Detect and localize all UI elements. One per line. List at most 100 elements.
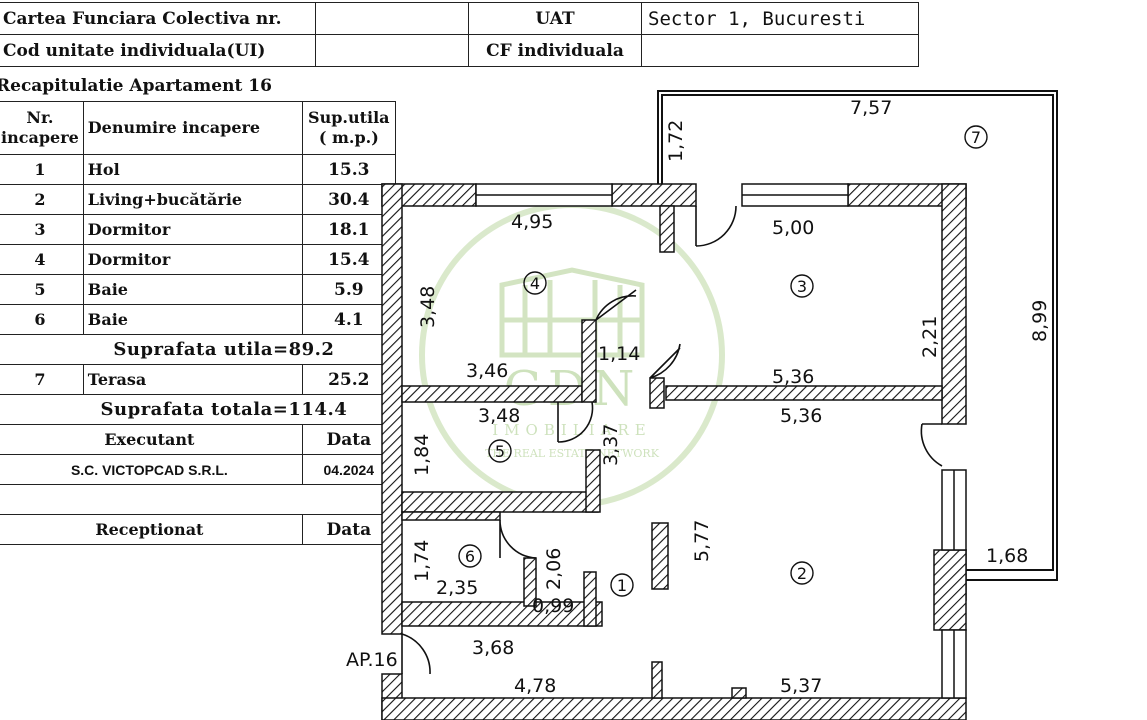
col-header-area: Sup.utila ( m.p.) [301, 101, 396, 155]
wall-hall-vert [649, 377, 665, 409]
dim-r4-height: 3,48 [417, 286, 439, 328]
room-nr: 4 [0, 244, 84, 275]
dim-r2-bottom: 5,37 [780, 675, 822, 697]
cf-colectiva-label: Cartea Funciara Colectiva nr. [0, 2, 316, 35]
room-marker-1: 1 [610, 573, 634, 597]
table-row: 3 Dormitor 18.1 [0, 214, 396, 245]
wall-r6-bottom [401, 601, 603, 627]
room-marker-3: 3 [790, 274, 814, 298]
floor-plan: GDN IMOBILIARE THE REAL ESTATE NETWORK [346, 90, 1058, 720]
windows [475, 183, 967, 699]
room-name: Baie [82, 304, 303, 335]
terrace-nr: 7 [0, 364, 84, 395]
table-row: 4 Dormitor 15.4 [0, 244, 396, 275]
column [651, 522, 669, 590]
door-entrance [401, 633, 431, 675]
wall-r4-r3-upper [659, 205, 675, 253]
dim-hall-a: 2,06 [543, 548, 565, 590]
room-marker-5: 5 [488, 439, 512, 463]
receptionat-row: Receptionat Data [0, 514, 396, 545]
executant-label: Executant [0, 424, 303, 455]
executant-header-row: Executant Data [0, 424, 396, 455]
wall-top-mid [611, 183, 697, 207]
dim-r2-top: 5,36 [780, 405, 822, 427]
room-number: 5 [495, 442, 505, 461]
door-r3 [649, 343, 681, 379]
room-name: Hol [82, 154, 303, 185]
room-area: 30.4 [301, 184, 396, 215]
room-area: 15.4 [301, 244, 396, 275]
dim-terrace-right: 8,99 [1029, 300, 1051, 342]
table-row: 2 Living+bucătărie 30.4 [0, 184, 396, 215]
wall-right-pier [933, 549, 967, 631]
room-marker-7: 7 [964, 125, 988, 149]
wall-r4-bottom [401, 385, 583, 403]
dim-r6-width: 2,35 [436, 577, 478, 599]
room-nr: 3 [0, 214, 84, 245]
room-number: 7 [971, 128, 981, 147]
room-marker-6: 6 [458, 544, 482, 568]
table-row: 6 Baie 4.1 [0, 304, 396, 335]
door-r4 [595, 289, 637, 321]
wall-bottom-nub [731, 687, 747, 699]
dim-hall-d: 3,68 [472, 637, 514, 659]
room-number: 2 [797, 564, 807, 583]
door-r6 [499, 519, 537, 559]
terrace-name: Terasa [82, 364, 303, 395]
room-marker-2: 2 [790, 561, 814, 585]
wall-r6-top [401, 511, 501, 521]
cadastral-header-table: Cartea Funciara Colectiva nr. UAT Sector… [0, 2, 919, 67]
room-nr: 1 [0, 154, 84, 185]
wall-r5-right [585, 449, 601, 513]
executant-date: 04.2024 [301, 454, 396, 485]
dim-terrace-bottom: 1,68 [986, 545, 1028, 567]
wall-bottom [381, 697, 967, 720]
cf-colectiva-value [315, 2, 469, 35]
table-row: 7 Terasa 25.2 [0, 364, 396, 395]
door-r2 [920, 423, 943, 467]
dim-hall-e: 4,78 [514, 675, 556, 697]
room-number: 6 [465, 547, 475, 566]
dim-r3-bottom: 5,36 [772, 366, 814, 388]
uat-label: UAT [468, 2, 642, 35]
dim-r5-side: 3,37 [600, 424, 622, 466]
room-area: 15.3 [301, 154, 396, 185]
room-marker-4: 4 [523, 271, 547, 295]
dim-hall-b: 0,99 [532, 595, 574, 617]
door-r5 [557, 401, 594, 443]
room-name: Dormitor [82, 214, 303, 245]
dim-hall-c: 5,77 [691, 520, 713, 562]
receptionat-label: Receptionat [0, 514, 303, 545]
dim-r3-height: 2,21 [919, 316, 941, 358]
uat-value: Sector 1, Bucuresti [641, 2, 919, 35]
recap-table: Nr. incapere Denumire incapere Sup.utila… [0, 101, 396, 545]
room-name: Dormitor [82, 244, 303, 275]
dim-hall-small: 1,14 [598, 343, 640, 365]
room-number: 3 [797, 277, 807, 296]
watermark-line2: THE REAL ESTATE NETWORK [485, 447, 660, 460]
dim-r6-height: 1,74 [411, 540, 433, 582]
apartment-label: AP.16 [346, 649, 398, 671]
dim-r5-height: 1,84 [411, 434, 433, 476]
recap-title: Recapitulatie Apartament 16 [0, 76, 272, 96]
wall-right-upper [941, 183, 967, 425]
doors [401, 205, 943, 675]
room-name: Living+bucătărie [82, 184, 303, 215]
room-nr: 6 [0, 304, 84, 335]
dim-r4-bottom: 3,46 [466, 360, 508, 382]
room-name: Baie [82, 274, 303, 305]
cod-ui-label: Cod unitate individuala(UI) [0, 34, 316, 67]
watermark-line1: IMOBILIARE [492, 421, 652, 439]
receptionat-data-label: Data [301, 514, 396, 545]
wall-r3-bottom [665, 385, 943, 401]
cf-individuala-value [641, 34, 919, 67]
wall-bottom-stub [651, 661, 663, 699]
room-nr: 2 [0, 184, 84, 215]
door-terrace [695, 205, 737, 247]
wall-left [381, 183, 403, 635]
dim-r3-width: 5,00 [772, 217, 814, 239]
room-number: 4 [530, 274, 540, 293]
terrace-outline [657, 90, 1058, 581]
wall-hall-right [583, 571, 597, 627]
room-area: 4.1 [301, 304, 396, 335]
